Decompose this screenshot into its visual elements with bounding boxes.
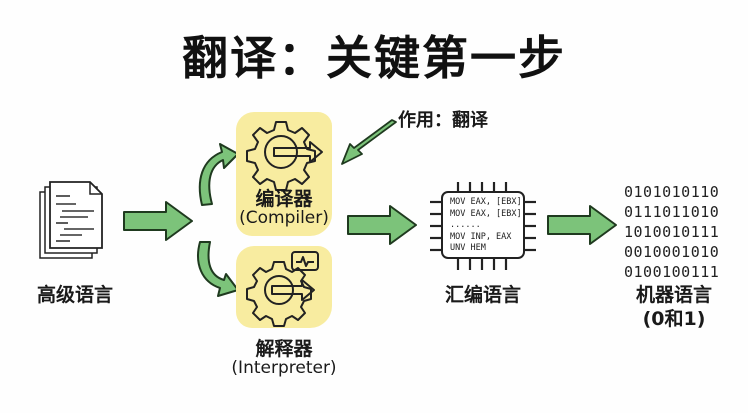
- compiler-node: [236, 112, 332, 236]
- compiler-sub-label: (Compiler): [239, 208, 329, 228]
- assembly-code-block: MOV EAX, [EBX] MOV EAX, [EBX] ...... MOV…: [450, 197, 524, 255]
- binary-line: 0101010110: [624, 183, 720, 201]
- assembly-line: ......: [450, 220, 481, 230]
- binary-line: 1010010111: [624, 223, 720, 241]
- curved-arrow-down-icon: [197, 241, 239, 297]
- interpreter-sub-label: (Interpreter): [231, 358, 337, 378]
- high-level-language-label: 高级语言: [36, 284, 113, 306]
- assembly-line: MOV EAX, [EBX]: [450, 197, 522, 207]
- binary-code-block: 0101010110 0111011010 1010010111 0010001…: [624, 182, 724, 282]
- cpu-chip-icon: [430, 182, 536, 270]
- arrow-right-icon: [123, 201, 193, 241]
- document-stack-icon: [39, 181, 103, 259]
- arrow-right-icon: [547, 205, 617, 245]
- compiler-label: 编译器: [255, 188, 313, 210]
- assembly-line: MOV INP, EAX: [450, 231, 512, 242]
- interpreter-gear-icon: [246, 251, 319, 327]
- assembly-line: UNV HEM: [450, 243, 486, 253]
- assembly-label: 汇编语言: [444, 284, 521, 306]
- binary-line: 0111011010: [624, 203, 720, 221]
- curved-arrow-up-icon: [198, 143, 239, 206]
- page-title: 翻译：关键第一步: [182, 31, 566, 85]
- annotation-label: 作用：翻译: [398, 110, 488, 131]
- arrow-right-icon: [347, 205, 417, 245]
- assembly-line: MOV EAX, [EBX]: [450, 208, 522, 219]
- machine-language-sub-label: (0和1): [642, 308, 706, 330]
- interpreter-label: 解释器: [255, 338, 313, 360]
- annotation-arrow-icon: [341, 119, 397, 165]
- compiler-gear-icon: [246, 121, 323, 191]
- binary-line: 0100100111: [624, 263, 720, 281]
- machine-language-label: 机器语言: [635, 284, 712, 306]
- binary-line: 0010001010: [624, 243, 720, 261]
